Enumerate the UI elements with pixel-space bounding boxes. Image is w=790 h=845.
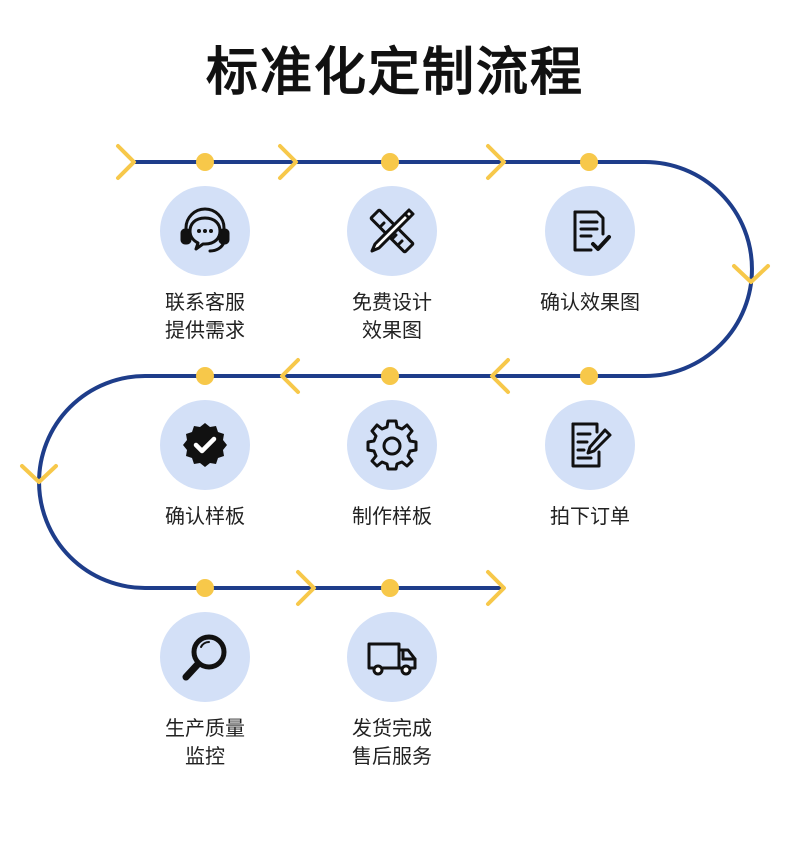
step-label: 联系客服 提供需求 (165, 290, 245, 342)
step-icon-circle (545, 400, 635, 490)
step-icon-circle (347, 400, 437, 490)
step-quality-monitor: 生产质量 监控 (115, 612, 295, 770)
arrow-right-icon (486, 570, 506, 606)
gear-icon (366, 419, 418, 471)
step-label: 确认效果图 (540, 290, 640, 314)
step-confirm-sample: 确认样板 (115, 400, 295, 530)
track-dot (580, 367, 598, 385)
arrow-down-icon (20, 464, 58, 484)
step-label: 制作样板 (352, 504, 432, 528)
delivery-truck-icon (367, 642, 417, 676)
step-icon-circle (347, 186, 437, 276)
edit-document-icon (571, 422, 612, 468)
step-label: 拍下订单 (550, 504, 630, 528)
step-contact-service: 联系客服 提供需求 (115, 186, 295, 344)
arrow-left-icon (490, 358, 510, 394)
arrow-right-icon (296, 570, 316, 606)
step-label: 生产质量 监控 (165, 716, 245, 768)
arrow-left-icon (280, 358, 300, 394)
step-icon-circle (160, 400, 250, 490)
pencil-ruler-icon (369, 208, 415, 254)
step-icon-circle (545, 186, 635, 276)
track-dot (381, 153, 399, 171)
step-place-order: 拍下订单 (500, 400, 680, 530)
step-label: 发货完成 售后服务 (352, 716, 432, 768)
document-check-icon (573, 210, 611, 252)
step-label: 确认样板 (165, 504, 245, 528)
track-dot (381, 367, 399, 385)
step-icon-circle (160, 186, 250, 276)
step-free-design: 免费设计 效果图 (302, 186, 482, 344)
arrow-down-icon (732, 264, 770, 284)
step-confirm-render: 确认效果图 (500, 186, 680, 316)
arrow-right-icon (486, 144, 506, 180)
step-icon-circle (347, 612, 437, 702)
step-delivery-service: 发货完成 售后服务 (302, 612, 482, 770)
arrow-right-icon (278, 144, 298, 180)
track-dot (196, 367, 214, 385)
headset-chat-icon (180, 207, 230, 253)
arrow-right-icon (116, 144, 136, 180)
track-dot (381, 579, 399, 597)
page-title: 标准化定制流程 (205, 43, 584, 103)
step-make-sample: 制作样板 (302, 400, 482, 530)
step-icon-circle (160, 612, 250, 702)
track-dot (196, 579, 214, 597)
track-dot (196, 153, 214, 171)
magnifier-icon (182, 634, 227, 681)
track-dot (580, 153, 598, 171)
step-label: 免费设计 效果图 (352, 290, 432, 342)
verified-badge-icon (183, 423, 227, 467)
